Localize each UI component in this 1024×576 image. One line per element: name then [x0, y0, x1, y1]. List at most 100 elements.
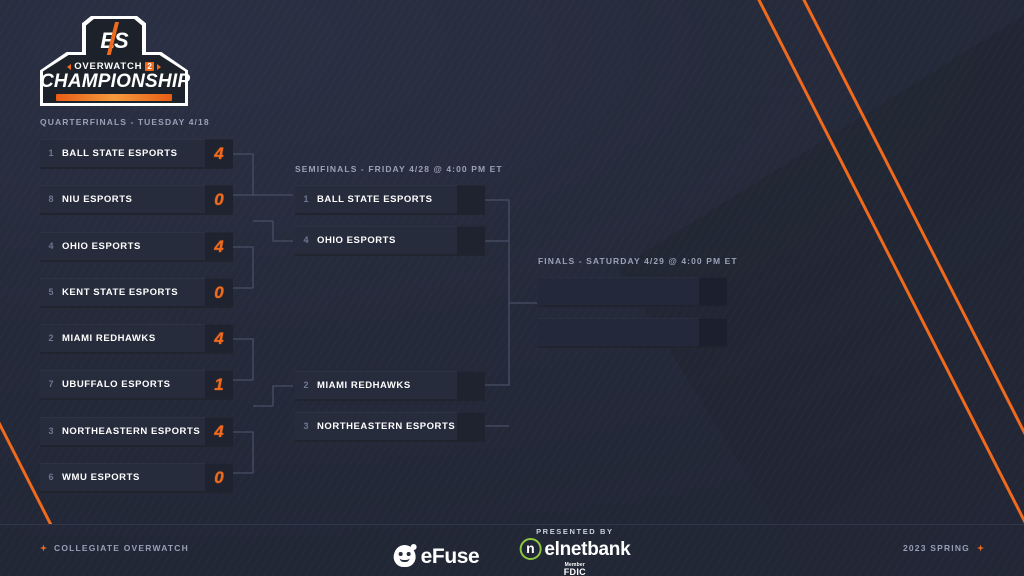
team-name: OHIO ESPORTS	[62, 240, 141, 252]
team-seed: 2	[303, 380, 309, 390]
team-name: WMU ESPORTS	[62, 471, 140, 483]
team-score: 0	[205, 463, 233, 491]
footer-league-label: COLLEGIATE OVERWATCH	[54, 543, 189, 553]
team-seed: 1	[48, 148, 54, 158]
team-score	[699, 277, 727, 305]
match-final	[538, 277, 727, 348]
round-label-quarterfinals: QUARTERFINALS - TUESDAY 4/18	[40, 117, 210, 127]
match-gap	[40, 169, 233, 185]
table-row[interactable]: 3 NORTHEASTERN ESPORTS 4	[40, 417, 233, 447]
team-score	[457, 185, 485, 213]
match-gap	[295, 215, 485, 226]
team-score	[699, 318, 727, 346]
chevron-left-icon	[67, 63, 72, 70]
championship-logo: ES OVERWATCH 2 CHAMPIONSHIP	[40, 16, 191, 106]
table-row[interactable]: 7 UBUFFALO ESPORTS 1	[40, 370, 233, 400]
table-row[interactable]: 4 OHIO ESPORTS 4	[40, 232, 233, 262]
nelnetbank-logo: PRESENTED BY n elnetbank Member FDIC	[519, 527, 631, 576]
team-score	[457, 226, 485, 254]
team-name: BALL STATE ESPORTS	[62, 147, 178, 159]
team-name: BALL STATE ESPORTS	[317, 193, 433, 205]
team-score: 4	[205, 324, 233, 352]
nelnetbank-mark-icon: n	[519, 538, 542, 560]
team-name: KENT STATE ESPORTS	[62, 286, 179, 298]
table-row[interactable]: 1 BALL STATE ESPORTS	[295, 185, 485, 215]
efuse-logo: eFuse	[393, 544, 480, 576]
team-name: MIAMI REDHAWKS	[317, 379, 411, 391]
efuse-smile-icon	[399, 558, 410, 562]
team-seed: 2	[48, 333, 54, 343]
table-row[interactable]: 2 MIAMI REDHAWKS	[295, 371, 485, 401]
chevron-right-icon	[156, 63, 161, 70]
efuse-ear-icon	[410, 544, 417, 550]
team-name: UBUFFALO ESPORTS	[62, 378, 171, 390]
team-name: MIAMI REDHAWKS	[62, 332, 156, 344]
team-score	[457, 412, 485, 440]
nelnetbank-wordmark: elnetbank	[544, 538, 631, 560]
presented-by-label: PRESENTED BY	[536, 527, 614, 536]
sparkle-icon	[977, 544, 984, 552]
team-name: OHIO ESPORTS	[317, 234, 396, 246]
match-gap	[40, 354, 233, 370]
table-row[interactable]: 1 BALL STATE ESPORTS 4	[40, 139, 233, 169]
logo-es-text: ES	[100, 30, 128, 54]
logo-overwatch-row: OVERWATCH 2	[54, 60, 174, 73]
table-row[interactable]: 3 NORTHEASTERN ESPORTS	[295, 412, 485, 442]
team-seed: 1	[303, 194, 309, 204]
match-qf-2: 4 OHIO ESPORTS 4 5 KENT STATE ESPORTS 0	[40, 232, 233, 308]
table-row[interactable]: 8 NIU ESPORTS 0	[40, 185, 233, 215]
match-sf-1: 1 BALL STATE ESPORTS 4 OHIO ESPORTS	[295, 185, 485, 256]
team-score: 1	[205, 370, 233, 398]
team-score: 0	[205, 185, 233, 213]
match-gap	[295, 401, 485, 412]
table-row[interactable]	[538, 318, 727, 348]
match-qf-4: 3 NORTHEASTERN ESPORTS 4 6 WMU ESPORTS 0	[40, 417, 233, 493]
fdic-member-label: Member	[564, 562, 586, 568]
team-score: 0	[205, 278, 233, 306]
logo-overwatch-text: OVERWATCH	[74, 61, 143, 72]
team-score	[457, 371, 485, 399]
logo-accent-bar	[56, 94, 172, 101]
efuse-wordmark: eFuse	[420, 544, 480, 568]
team-seed: 4	[303, 235, 309, 245]
team-name: NORTHEASTERN ESPORTS	[317, 420, 456, 432]
match-sf-2: 2 MIAMI REDHAWKS 3 NORTHEASTERN ESPORTS	[295, 371, 485, 442]
match-gap	[538, 307, 727, 318]
fdic-badge: Member FDIC	[564, 563, 586, 576]
match-qf-3: 2 MIAMI REDHAWKS 4 7 UBUFFALO ESPORTS 1	[40, 324, 233, 400]
team-seed: 3	[48, 426, 54, 436]
footer-left: COLLEGIATE OVERWATCH	[40, 543, 189, 553]
table-row[interactable]: 5 KENT STATE ESPORTS 0	[40, 278, 233, 308]
team-score: 4	[205, 232, 233, 260]
team-score: 4	[205, 139, 233, 167]
table-row[interactable]: 2 MIAMI REDHAWKS 4	[40, 324, 233, 354]
fdic-label: FDIC	[563, 567, 586, 576]
table-row[interactable]: 4 OHIO ESPORTS	[295, 226, 485, 256]
efuse-face-icon	[393, 544, 417, 567]
team-seed: 5	[48, 287, 54, 297]
footer-season-label: 2023 SPRING	[902, 543, 970, 553]
logo-crest: ES OVERWATCH 2 CHAMPIONSHIP	[40, 16, 191, 106]
table-row[interactable]	[538, 277, 727, 307]
match-gap	[40, 447, 233, 463]
table-row[interactable]: 6 WMU ESPORTS 0	[40, 463, 233, 493]
team-name: NIU ESPORTS	[62, 193, 133, 205]
team-seed: 6	[48, 472, 54, 482]
logo-overwatch-version: 2	[145, 62, 154, 71]
team-seed: 3	[303, 421, 309, 431]
team-score: 4	[205, 417, 233, 445]
round-label-finals: FINALS - SATURDAY 4/29 @ 4:00 PM ET	[538, 256, 738, 266]
round-label-semifinals: SEMIFINALS - FRIDAY 4/28 @ 4:00 PM ET	[295, 164, 503, 174]
team-seed: 7	[48, 379, 54, 389]
logo-championship-text: CHAMPIONSHIP	[40, 71, 191, 92]
team-seed: 8	[48, 194, 54, 204]
footer-sponsors: eFuse PRESENTED BY n elnetbank Member FD…	[393, 527, 631, 576]
match-gap	[40, 262, 233, 278]
nelnetbank-row: n elnetbank	[519, 538, 631, 560]
footer-right: 2023 SPRING	[903, 543, 984, 553]
footer: COLLEGIATE OVERWATCH eFuse PRESENTED BY …	[0, 525, 1024, 576]
footer-divider	[0, 524, 1024, 525]
team-name: NORTHEASTERN ESPORTS	[62, 425, 201, 437]
match-qf-1: 1 BALL STATE ESPORTS 4 8 NIU ESPORTS 0	[40, 139, 233, 215]
team-seed: 4	[48, 241, 54, 251]
